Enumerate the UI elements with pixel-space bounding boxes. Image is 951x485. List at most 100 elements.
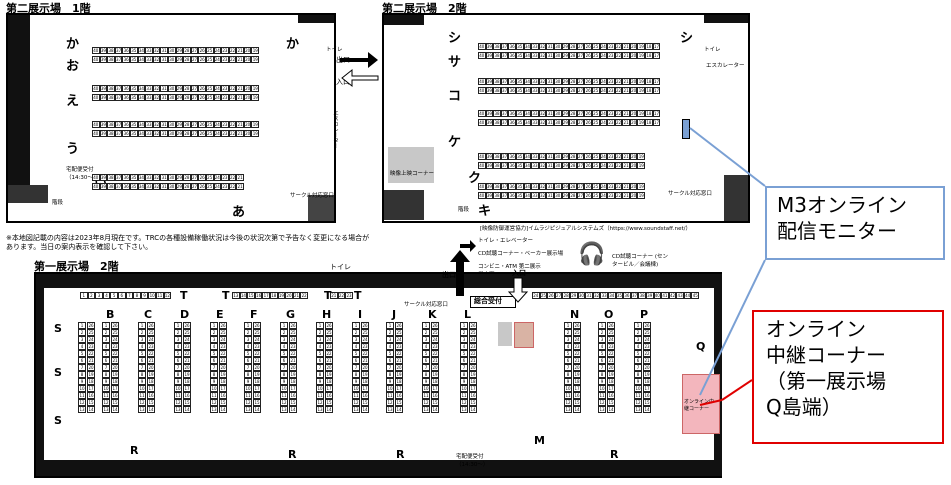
booth: 16: [469, 392, 477, 399]
booth: 9: [78, 378, 86, 385]
booth: 38: [493, 52, 501, 59]
booth: 12: [634, 399, 642, 406]
booth: 23: [111, 343, 119, 350]
booth: 26: [395, 322, 403, 329]
booth: 24: [599, 192, 608, 199]
booth: 21: [622, 43, 630, 50]
booth: 34: [137, 85, 146, 92]
booth: 20: [629, 119, 638, 126]
booth: 24: [213, 47, 222, 54]
booth: 18: [183, 378, 191, 385]
booth: 31: [585, 292, 593, 299]
booth: 40: [92, 121, 100, 128]
booth: 25: [591, 87, 600, 94]
booth: 26: [183, 322, 191, 329]
booth: 30: [553, 78, 562, 85]
booth: 25: [219, 329, 227, 336]
booth: 31: [546, 78, 554, 85]
booth: 20: [431, 364, 439, 371]
booth: 18: [645, 110, 653, 117]
booth: 34: [523, 110, 532, 117]
booth: 9: [634, 378, 642, 385]
booth: 24: [183, 336, 191, 343]
booth: 24: [599, 110, 608, 117]
booth: 28: [569, 78, 577, 85]
booth: 7: [316, 364, 324, 371]
toilet-label: トイレ: [704, 47, 721, 53]
booth: 28: [183, 47, 191, 54]
booth: 13: [460, 406, 468, 413]
booth: 23: [607, 343, 615, 350]
booth: 35: [615, 292, 624, 299]
booth: 1: [564, 322, 572, 329]
booth: 10: [422, 385, 430, 392]
booth: 32: [538, 110, 547, 117]
booth: 36: [122, 47, 130, 54]
booth: 28: [183, 85, 191, 92]
booth: 10: [564, 385, 572, 392]
booth: 25: [289, 329, 297, 336]
booth: 12: [280, 399, 288, 406]
booth: 8: [244, 371, 252, 378]
booth: 30: [167, 85, 176, 92]
booth: 4: [386, 343, 394, 350]
booth: 20: [285, 292, 293, 299]
booth: 21: [622, 183, 630, 190]
booth: 2: [210, 329, 218, 336]
booth: 25: [147, 329, 155, 336]
booth: 21: [361, 357, 369, 364]
island-label: R: [610, 448, 619, 461]
booth: 19: [637, 183, 646, 190]
booth: 13: [352, 406, 360, 413]
booth: 21: [325, 357, 333, 364]
booth: 39: [485, 192, 494, 199]
booth: 11: [316, 392, 324, 399]
booth: 31: [160, 121, 168, 128]
booth: 14: [111, 406, 119, 413]
booth: 25: [591, 52, 600, 59]
booth: 22: [431, 350, 439, 357]
island-label: G: [286, 308, 296, 321]
booth: 5: [564, 350, 572, 357]
booth: 13: [422, 406, 430, 413]
booth: 24: [532, 292, 540, 299]
booth: 31: [546, 183, 554, 190]
booth: 34: [523, 119, 532, 126]
booth: 35: [129, 121, 138, 128]
booth: 40: [478, 87, 486, 94]
booth: 38: [493, 192, 501, 199]
booth: 26: [573, 322, 581, 329]
booth: 27: [190, 47, 199, 54]
booth: 1: [174, 322, 182, 329]
up-arrow-icon: [450, 250, 470, 296]
booth: 15: [573, 399, 581, 406]
video-corner-label: 映像上映コーナー: [390, 171, 435, 177]
booth: 26: [431, 322, 439, 329]
booth: 20: [629, 78, 638, 85]
booth: 10: [78, 385, 86, 392]
booth: 13: [244, 406, 252, 413]
booth: 17: [183, 385, 191, 392]
booth: 27: [554, 292, 563, 299]
booth: 27: [576, 153, 585, 160]
booth: 14: [253, 406, 261, 413]
general-reception-box: [470, 296, 516, 308]
island-label: R: [396, 448, 405, 461]
booth: 5: [78, 350, 86, 357]
booth: 34: [523, 78, 532, 85]
booth: 14: [431, 406, 439, 413]
wall: [724, 175, 748, 221]
booth: 15: [643, 399, 651, 406]
booth: 27: [576, 78, 585, 85]
booth: 26: [584, 192, 592, 199]
booth: 16: [111, 392, 119, 399]
booth: 25: [205, 85, 214, 92]
booth: 2: [386, 329, 394, 336]
booth: 8: [564, 371, 572, 378]
booth: 32: [538, 87, 547, 94]
booth: 15: [87, 399, 95, 406]
booth: 9: [280, 378, 288, 385]
wall: [308, 195, 334, 221]
